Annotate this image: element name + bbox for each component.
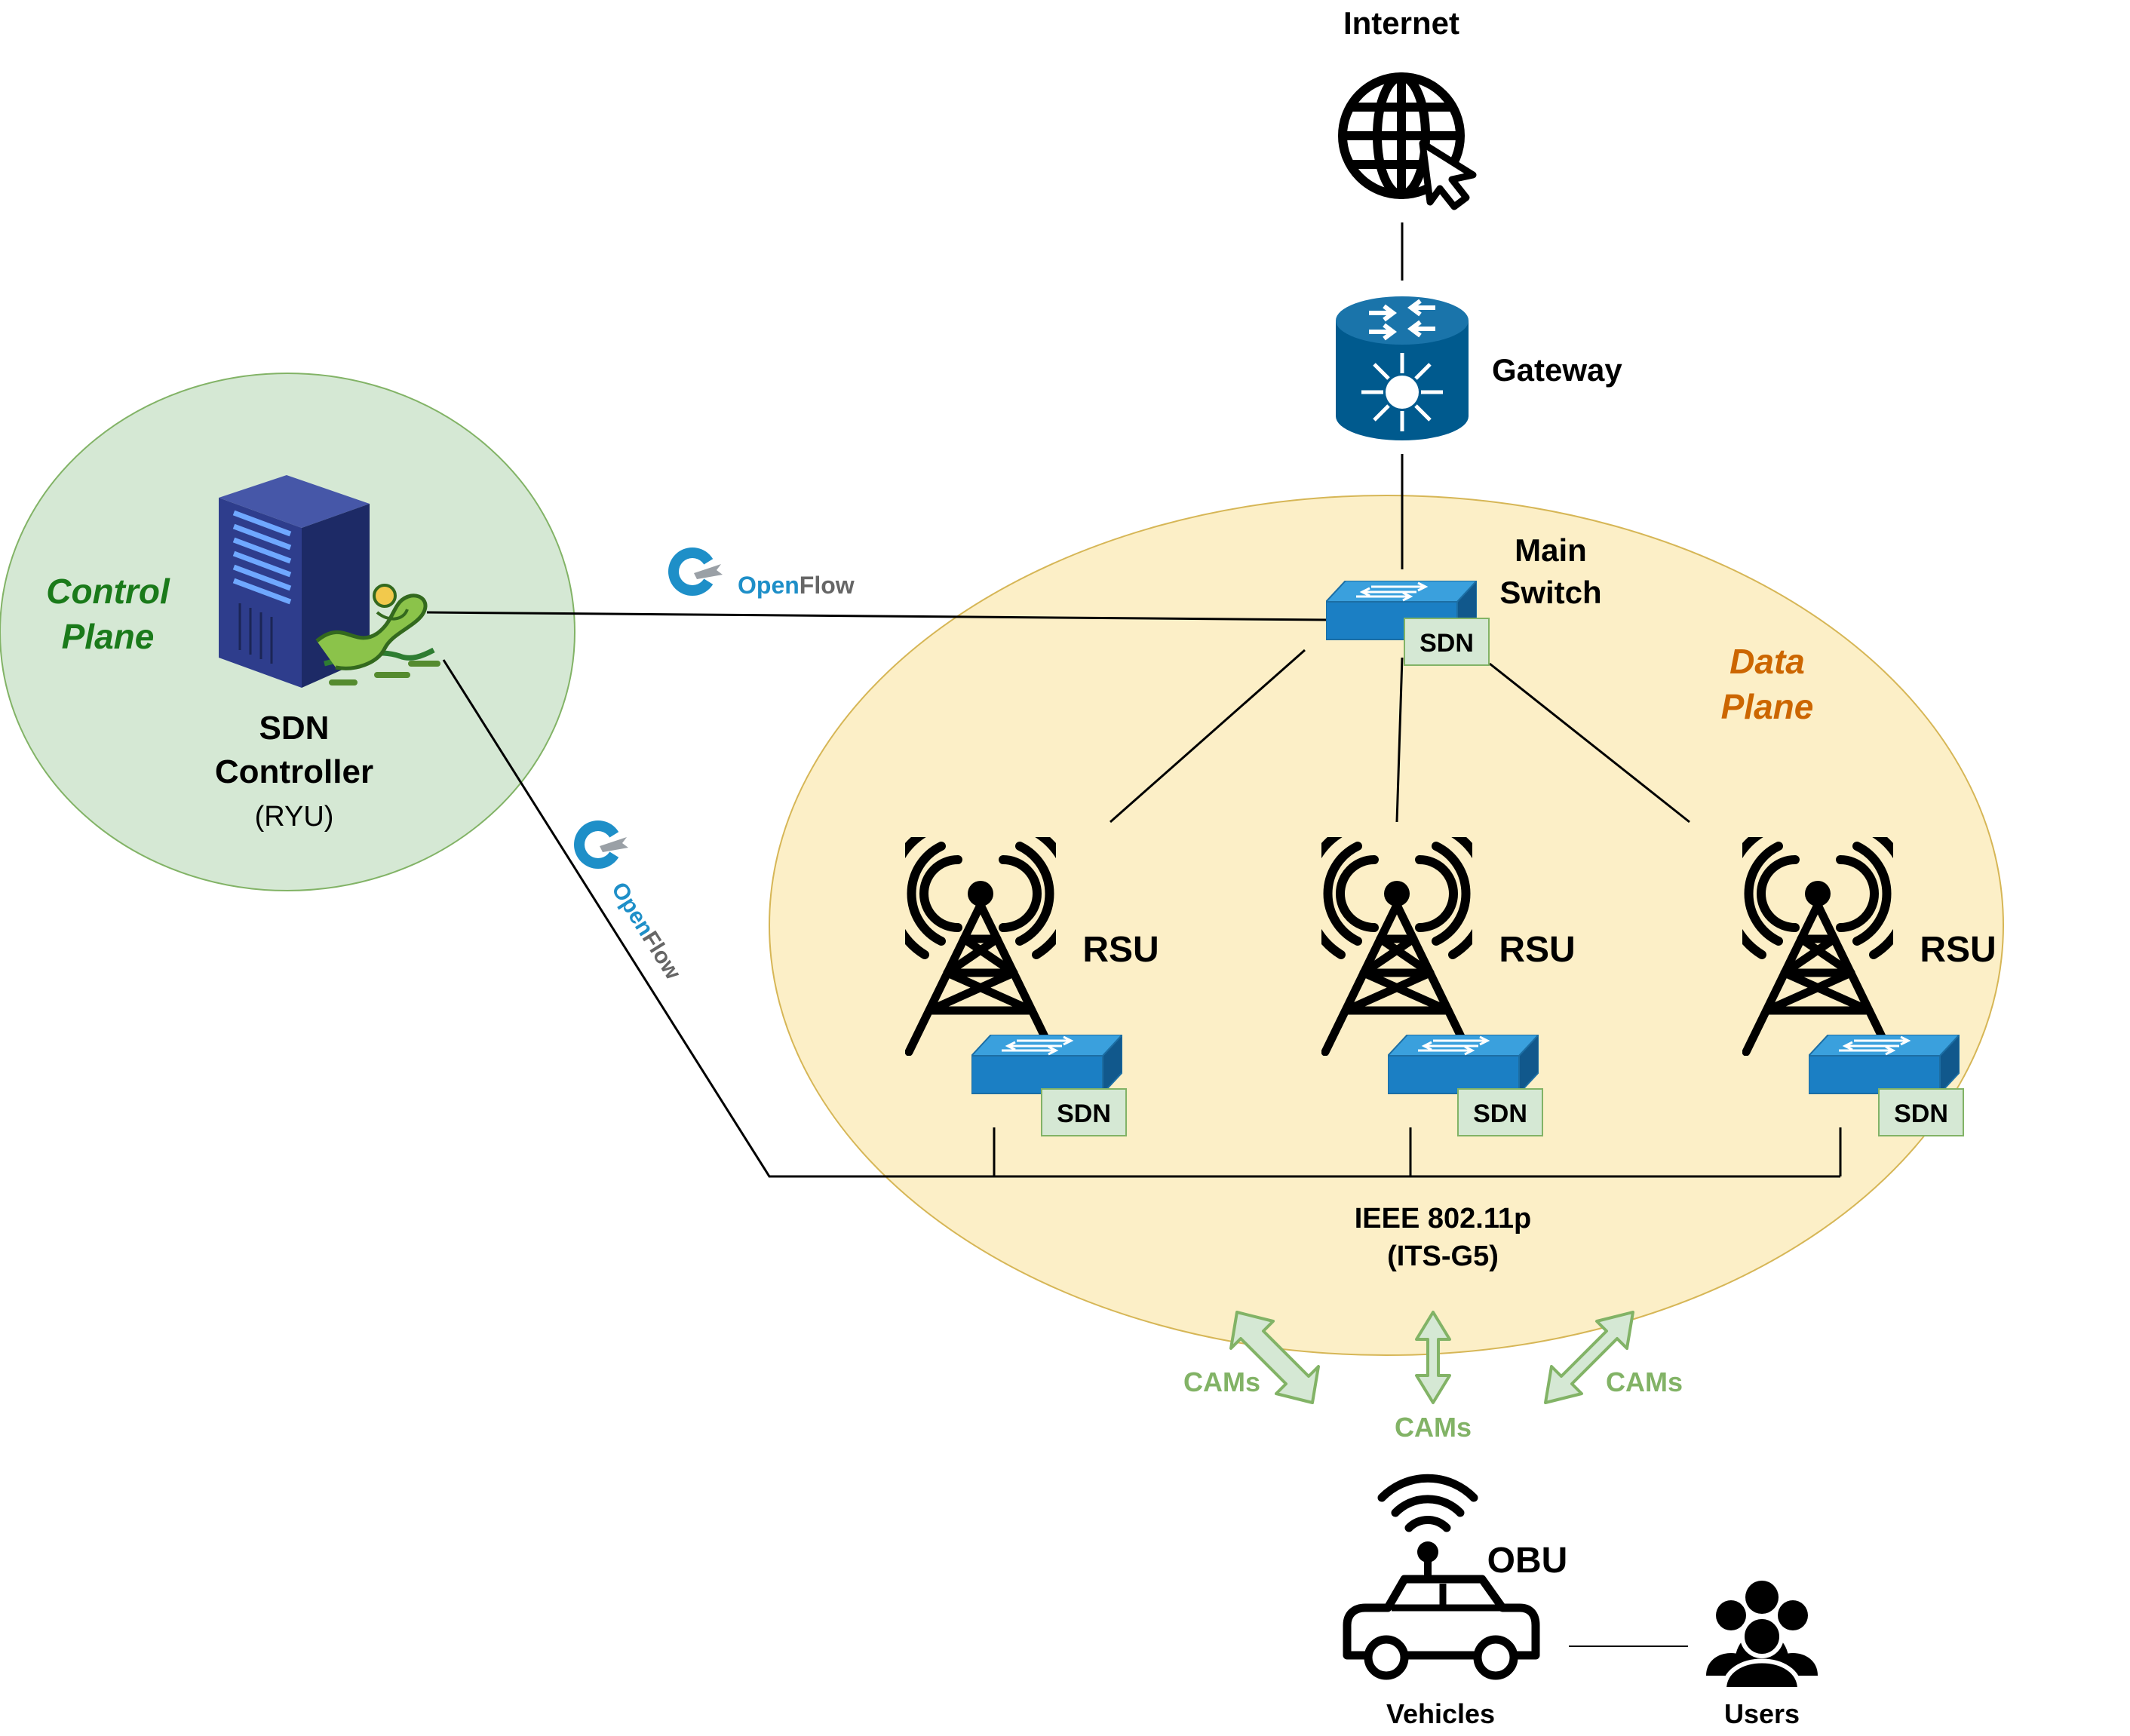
- internet-label: Internet: [1343, 5, 1459, 41]
- switch-rsu1-link: [1110, 649, 1306, 824]
- openflow-flow-text: Flow: [800, 572, 855, 599]
- cams-arrow-right: [1544, 1311, 1634, 1404]
- rsu-2: SDN RSU: [1307, 833, 1576, 1136]
- ryu-dragon-icon: [315, 584, 440, 686]
- obu-label: OBU: [1487, 1541, 1568, 1581]
- openflow-logo-diagonal: OpenFlow: [574, 820, 686, 984]
- openflow-logo-icon: [574, 820, 630, 869]
- rsu-2-sdn-badge: [1457, 1088, 1543, 1136]
- cams-label-center: CAMs: [1395, 1412, 1472, 1443]
- data-plane-label-line2: Plane: [1721, 687, 1814, 726]
- rsu-2-label: RSU: [1499, 930, 1575, 970]
- control-plane-label-line1: Control: [46, 572, 170, 611]
- control-plane-label-line2: Plane: [62, 617, 155, 656]
- cams-arrow-center: [1415, 1311, 1451, 1404]
- cams-label-right: CAMs: [1606, 1366, 1683, 1397]
- data-plane-label-line1: Data: [1729, 642, 1805, 681]
- cams-label-left: CAMs: [1183, 1366, 1260, 1397]
- main-switch-sdn-badge: [1404, 618, 1490, 666]
- main-switch-label-line2: Switch: [1499, 575, 1601, 610]
- connection-lines: [426, 222, 1842, 1647]
- controller-label-line1: SDN: [259, 710, 330, 747]
- rsu-3-label: RSU: [1920, 930, 1996, 970]
- users-label: Users: [1724, 1698, 1800, 1729]
- main-switch-label-line1: Main: [1515, 532, 1587, 568]
- rsu-switch-icon: [971, 1035, 1122, 1095]
- gateway-label: Gateway: [1492, 352, 1622, 388]
- rsu-1-sdn-badge: [1041, 1088, 1127, 1136]
- rsu-3-sdn-badge: [1878, 1088, 1964, 1136]
- switch-rsu3-link: [1489, 662, 1690, 824]
- controller-rsu-bus: [442, 659, 1840, 1178]
- controller-sublabel: (RYU): [255, 801, 334, 833]
- cams-arrow-left: [1229, 1311, 1320, 1404]
- openflow-open-text: Open: [738, 572, 800, 599]
- controller-switch-link: [426, 611, 1330, 621]
- openflow-flow-text: Flow: [637, 927, 686, 984]
- openflow-logo-icon: [668, 547, 724, 596]
- car-wifi-icon: [1343, 1474, 1540, 1680]
- rsu-switch-icon: [1388, 1035, 1539, 1095]
- rsu-3: SDN RSU: [1728, 833, 1996, 1136]
- cams-arrows: [1229, 1311, 1634, 1404]
- vehicles-label: Vehicles: [1386, 1698, 1495, 1729]
- rsu-1-label: RSU: [1082, 930, 1159, 970]
- rsu-1-sdn-text: SDN: [1057, 1100, 1111, 1128]
- rsu-3-sdn-text: SDN: [1894, 1100, 1948, 1128]
- switch-rsu2-link: [1395, 657, 1404, 823]
- rsu-switch-icon: [1809, 1035, 1960, 1095]
- users-group-icon: [1706, 1581, 1818, 1692]
- wireless-standard-line2: (ITS-G5): [1387, 1241, 1499, 1272]
- main-switch-sdn-text: SDN: [1419, 629, 1474, 658]
- wireless-standard-line1: IEEE 802.11p: [1355, 1203, 1532, 1235]
- svg-text:OpenFlow: OpenFlow: [606, 878, 686, 984]
- globe-cursor-icon: [1338, 72, 1477, 210]
- router-icon: [1336, 296, 1469, 440]
- rsu-1: SDN RSU: [891, 833, 1159, 1136]
- rsu-2-sdn-text: SDN: [1473, 1100, 1527, 1128]
- openflow-logo-top: OpenFlow: [668, 547, 855, 599]
- main-switch: SDN: [1326, 581, 1490, 666]
- controller-label-line2: Controller: [215, 753, 373, 790]
- svg-text:OpenFlow: OpenFlow: [738, 572, 855, 599]
